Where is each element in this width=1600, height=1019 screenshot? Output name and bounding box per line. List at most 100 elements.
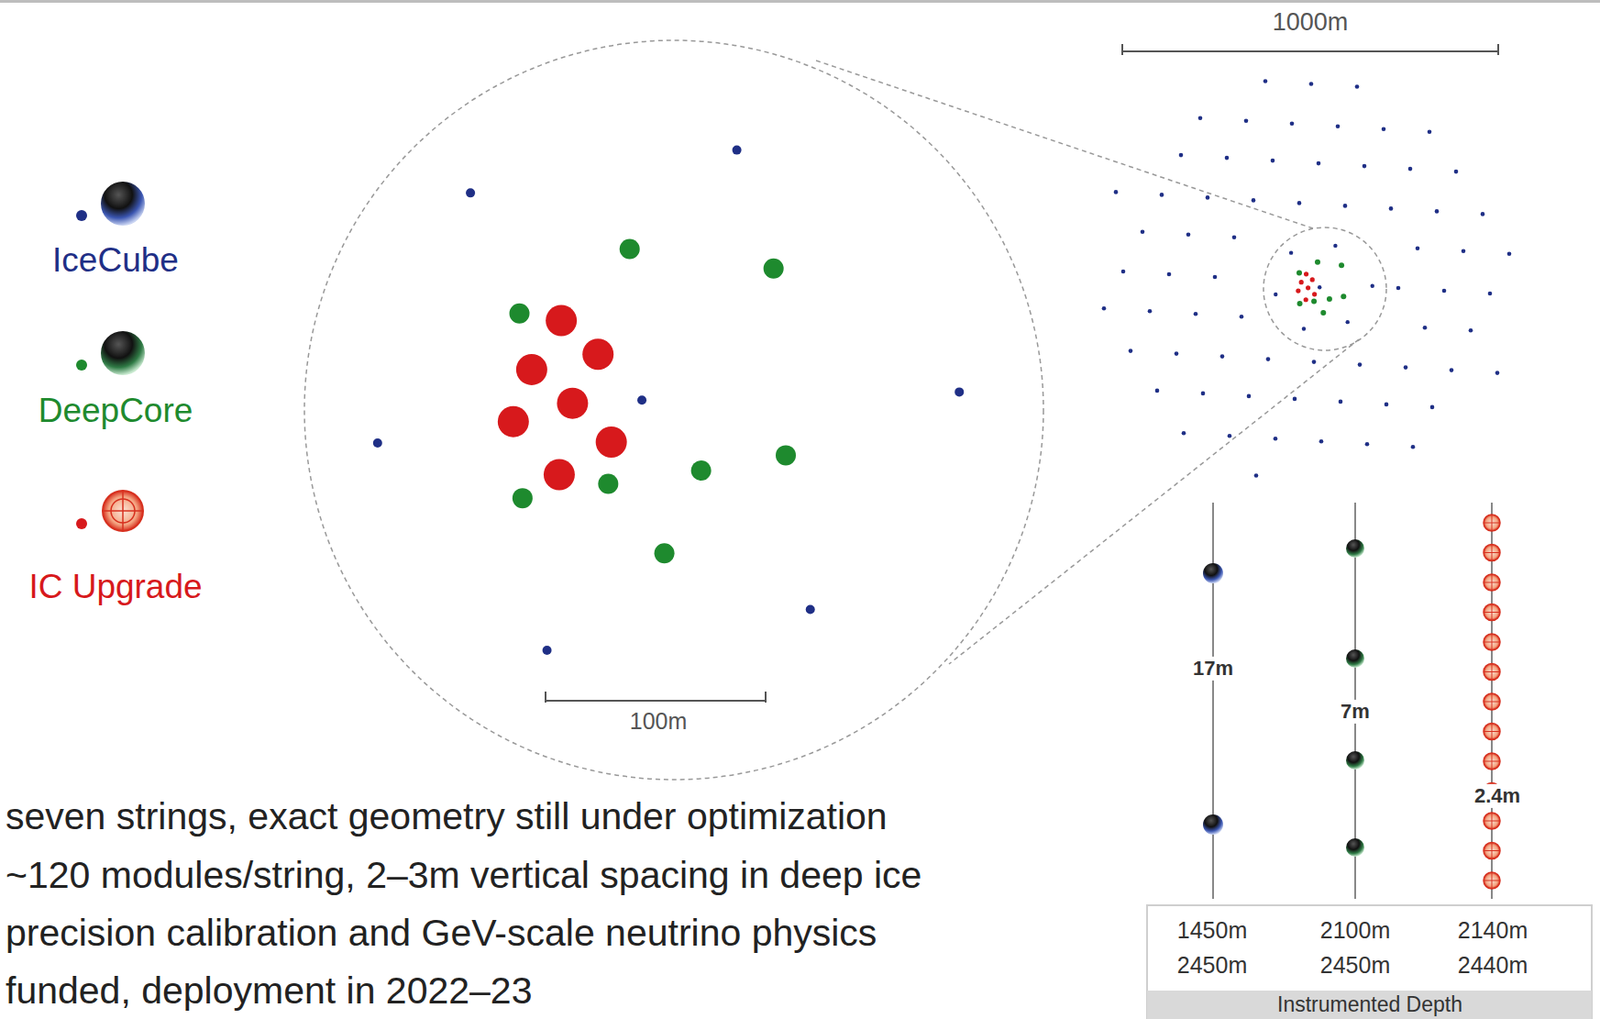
- icecube-string: [954, 386, 964, 397]
- icecube-string: [1319, 439, 1325, 444]
- mdom-icon: [1483, 842, 1501, 860]
- mdom-cross: [1483, 752, 1501, 770]
- depth-table: [1147, 904, 1592, 1018]
- module-icon: [1202, 562, 1224, 584]
- icecube-string: [1193, 311, 1199, 317]
- note-line: precision calibration and GeV-scale neut…: [5, 912, 877, 954]
- module-icon: [100, 331, 145, 376]
- icecube-string: [1239, 314, 1245, 320]
- deepcore-string: [619, 239, 640, 260]
- icecube-string: [1254, 473, 1259, 478]
- scale-bar: [1122, 44, 1499, 56]
- icecube-string: [1488, 291, 1493, 297]
- mdom-cross: [1483, 633, 1501, 651]
- icecube-string: [1212, 502, 1214, 899]
- icecube-string: [1357, 362, 1363, 367]
- depth-value: 2450m: [1320, 952, 1391, 979]
- upgrade-string: [1305, 285, 1311, 290]
- icecube-string: [1273, 436, 1279, 442]
- zoom-source-circle: [1263, 227, 1387, 351]
- legend-label: IceCube: [52, 242, 179, 280]
- depth-value: 1450m: [1177, 917, 1247, 944]
- icecube-string: [1312, 359, 1317, 365]
- depth-value: 2100m: [1320, 917, 1391, 944]
- icecube-string: [1370, 284, 1375, 288]
- icecube-string: [1461, 248, 1467, 254]
- depth-value: 2140m: [1457, 917, 1528, 944]
- mdom-icon: [1483, 693, 1501, 710]
- icecube-string: [1159, 192, 1165, 198]
- icecube-string: [1396, 286, 1402, 291]
- mdom-icon: [1483, 871, 1501, 889]
- icecube-string: [1147, 308, 1153, 314]
- icecube-string: [373, 438, 383, 448]
- icecube-string: [732, 145, 742, 155]
- mdom-icon: [1483, 812, 1501, 829]
- legend-swatch: [76, 209, 88, 221]
- scale-label: 1000m: [1272, 9, 1349, 37]
- deepcore-string: [1314, 259, 1321, 265]
- icecube-string: [1140, 229, 1146, 234]
- icecube-string: [1263, 78, 1269, 84]
- legend-swatch: [76, 518, 88, 530]
- icecube-string: [1384, 402, 1390, 408]
- legend-label: DeepCore: [38, 392, 194, 431]
- deepcore-string: [1338, 262, 1345, 268]
- string-dots: [373, 78, 1512, 655]
- upgrade-string: [545, 304, 577, 336]
- deepcore-string: [509, 303, 530, 324]
- mdom-cross: [1483, 723, 1501, 740]
- deepcore-string: [1296, 269, 1303, 276]
- module-icon: [1346, 539, 1365, 558]
- icecube-string: [1128, 348, 1134, 354]
- mdom-cross: [1483, 842, 1501, 860]
- icecube-string: [1346, 320, 1350, 324]
- icecube-string: [542, 645, 552, 655]
- icecube-string: [1381, 127, 1387, 133]
- icecube-string: [465, 187, 475, 198]
- icecube-string: [1246, 394, 1252, 399]
- upgrade-string: [1312, 291, 1317, 297]
- icecube-string: [1343, 203, 1348, 209]
- icecube-string: [1335, 124, 1341, 130]
- module-icon: [100, 181, 145, 226]
- deepcore-string: [1311, 297, 1317, 304]
- icecube-string: [1362, 164, 1368, 169]
- icecube-string: [1186, 231, 1192, 237]
- icecube-string: [1302, 326, 1306, 331]
- mdom-icon: [1483, 573, 1501, 591]
- mdom-icon: [1483, 544, 1501, 562]
- icecube-string: [1430, 405, 1435, 410]
- icecube-string: [1434, 209, 1440, 214]
- icecube-string: [1338, 399, 1344, 405]
- mdom-cross: [1483, 871, 1501, 889]
- icecube-string: [1290, 121, 1295, 127]
- icecube-string: [1507, 251, 1512, 256]
- table-heading: Instrumented Depth: [1277, 993, 1463, 1016]
- note-line: ~120 modules/string, 2–3m vertical spaci…: [5, 854, 922, 896]
- deepcore-string: [654, 542, 675, 563]
- spacing-label: 2.4m: [1472, 783, 1523, 808]
- icecube-string: [1102, 306, 1107, 311]
- mdom-icon: [1483, 723, 1501, 740]
- spacing-label: 7m: [1338, 699, 1372, 724]
- upgrade-string: [1310, 276, 1315, 282]
- upgrade-string: [1303, 297, 1309, 302]
- module-icon: [1346, 838, 1365, 857]
- icecube-string: [1232, 234, 1237, 240]
- icecube-string: [1220, 353, 1225, 359]
- icecube-string: [1423, 325, 1428, 331]
- mdom-icon: [1483, 604, 1501, 621]
- deepcore-string: [512, 487, 533, 508]
- icecube-string: [1316, 161, 1322, 166]
- deepcore-string: [597, 474, 618, 495]
- upgrade-string: [556, 387, 588, 420]
- icecube-string: [1403, 364, 1409, 370]
- icecube-string: [1167, 272, 1172, 277]
- icecube-string: [1468, 328, 1474, 333]
- scale-bar: [545, 691, 766, 703]
- top-rule: [0, 0, 1600, 3]
- icecube-string: [1415, 245, 1421, 251]
- upgrade-string: [1295, 288, 1301, 294]
- mdom-icon: [102, 490, 144, 531]
